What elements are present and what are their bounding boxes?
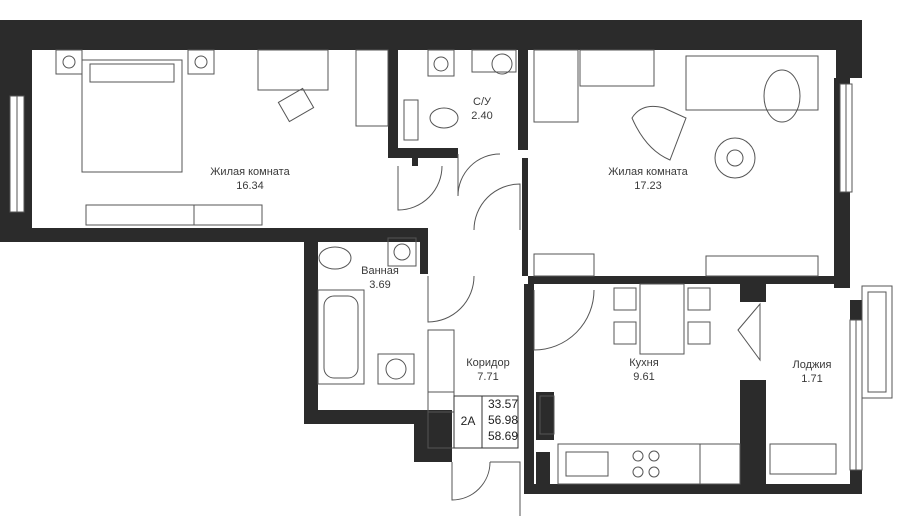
room-living1-name: Жилая комната	[210, 166, 290, 178]
room-loggia-name: Лоджия	[792, 359, 832, 371]
windows	[9, 83, 893, 471]
room-living2-name: Жилая комната	[608, 166, 688, 178]
room-living2-area: 17.23	[634, 180, 662, 192]
room-corridor-area: 7.71	[477, 371, 499, 383]
room-wc-area: 2.40	[471, 110, 493, 122]
furniture	[55, 49, 837, 485]
summary-box	[453, 395, 519, 449]
living-area-value: 33.57	[487, 397, 518, 411]
room-kitchen-area: 9.61	[633, 371, 655, 383]
apartment-type-code: 2А	[460, 414, 476, 428]
room-loggia-area: 1.71	[801, 373, 823, 385]
room-bath-area: 3.69	[369, 279, 391, 291]
apartment-summary: 2А 33.57 56.98 58.69	[454, 396, 518, 448]
total-area-with-loggia-value: 58.69	[487, 429, 518, 443]
room-wc-name: С/У	[473, 96, 491, 108]
room-bath-name: Ванная	[361, 265, 399, 277]
total-area-value: 56.98	[487, 413, 518, 427]
apartment-area-values: 33.57 56.98 58.69	[482, 396, 518, 446]
walls	[0, 20, 862, 494]
doors	[397, 153, 761, 516]
room-kitchen-name: Кухня	[629, 357, 659, 369]
room-living1-area: 16.34	[236, 180, 264, 192]
room-corridor-name: Коридор	[466, 357, 510, 369]
